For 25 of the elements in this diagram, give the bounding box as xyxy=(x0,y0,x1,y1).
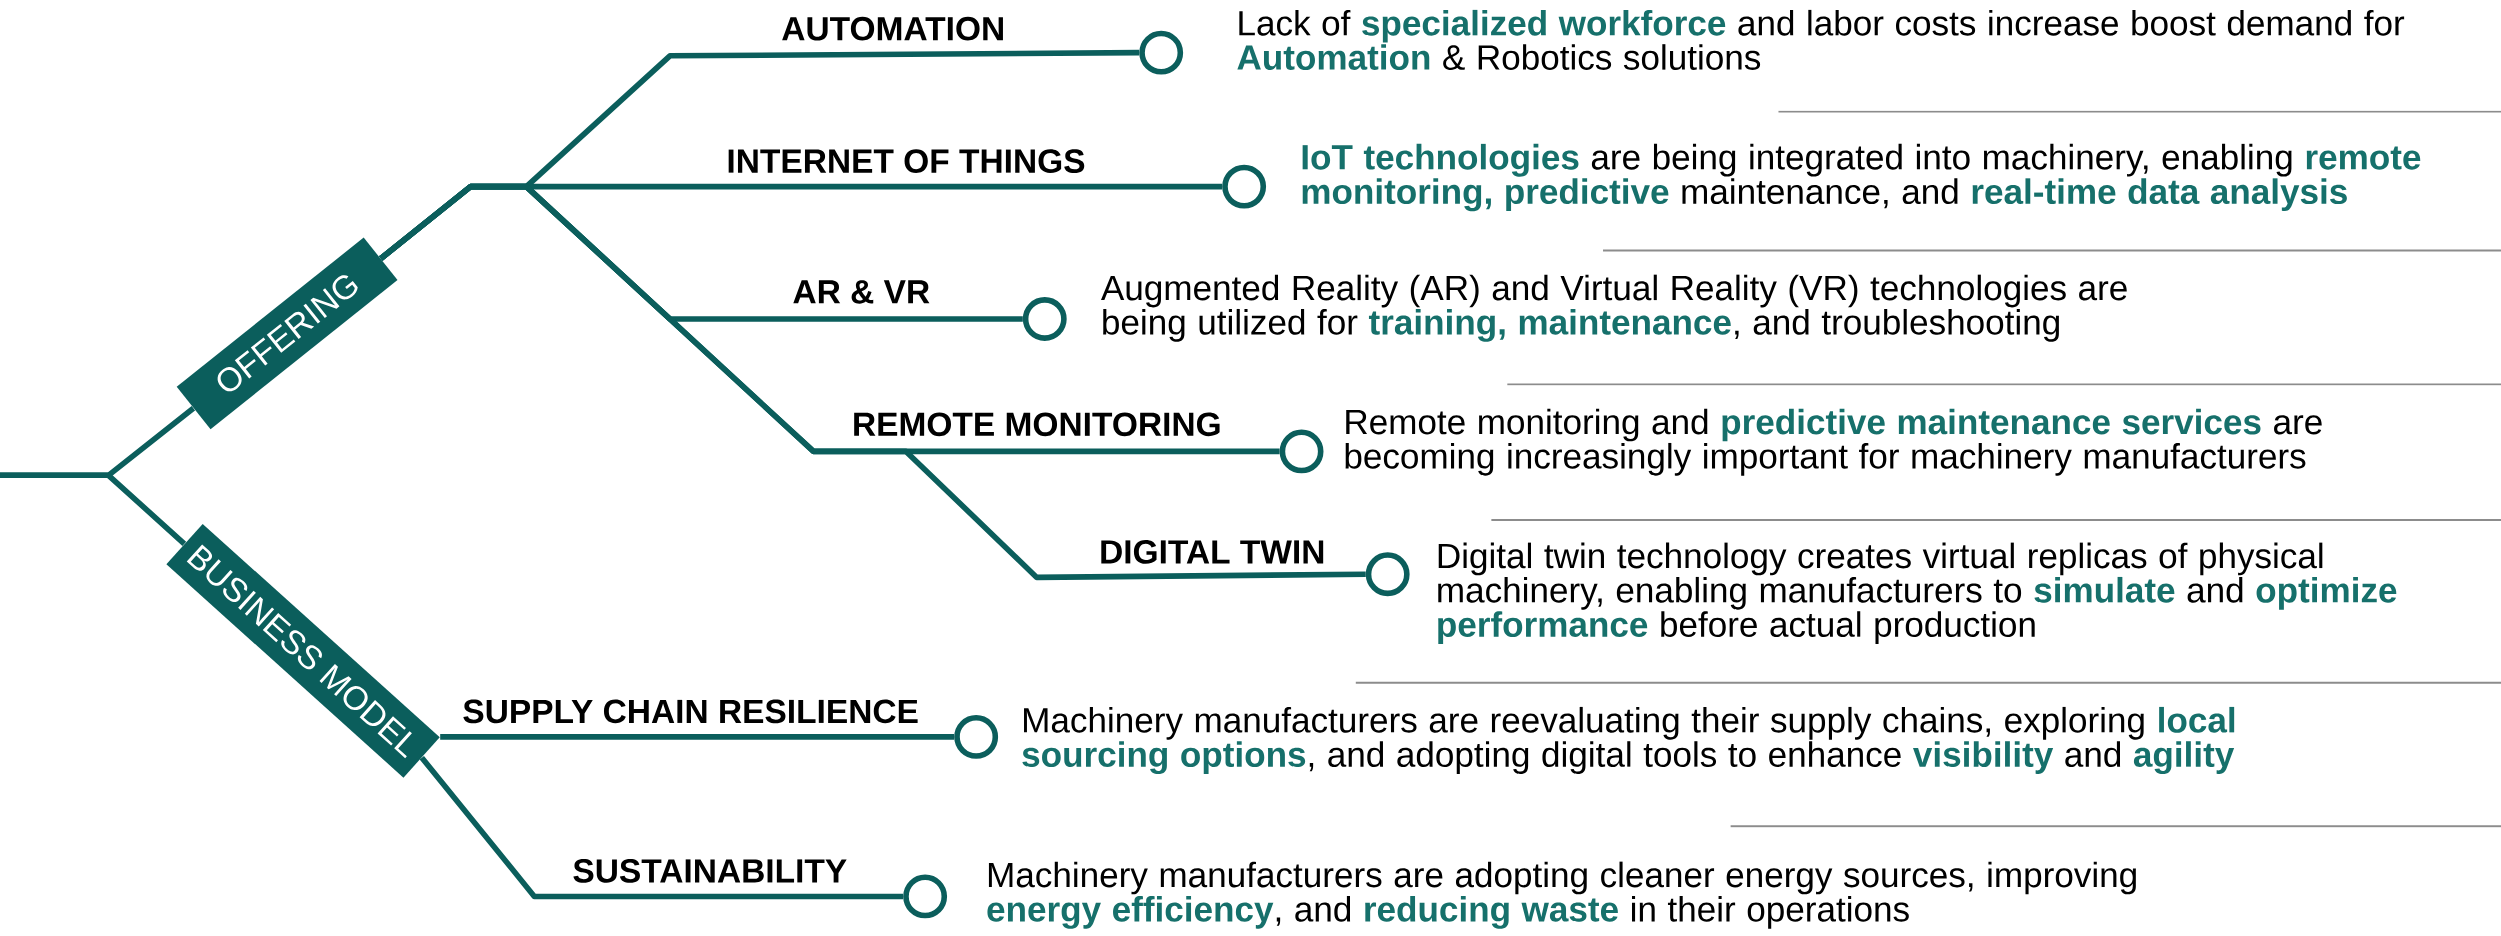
branch-label: AUTOMATION xyxy=(782,16,1003,41)
endpoint-circle xyxy=(1139,30,1184,75)
branch-label: INTERNET OF THINGS xyxy=(728,149,1085,173)
description-text: Augmented Reality (AR) and Virtual Reality (VR) technologies are being utilized for training, maintenance, and troubleshooting xyxy=(1101,274,2127,342)
branch-line xyxy=(419,755,904,900)
description-text: Machinery manufacturers are adopting cleaner energy sources, improving energy efficiency, and reducing waste in their operations xyxy=(987,861,2136,929)
branch-label: SUPPLY CHAIN RESILIENCE xyxy=(463,699,918,724)
branch-label: REMOTE MONITORING xyxy=(854,412,1220,436)
branch-line xyxy=(379,183,1366,581)
endpoint-circle xyxy=(1222,164,1267,209)
branch-label: AR & VR xyxy=(793,280,930,304)
endpoint-circle xyxy=(1365,552,1410,596)
endpoint-circle xyxy=(1022,296,1067,341)
description-text: Lack of specialized workforce and labor costs increase boost demand for Automation & Robotics solutions xyxy=(1237,9,2405,70)
endpoint-circle xyxy=(1279,429,1324,474)
endpoint-circle xyxy=(954,714,999,759)
branch-line xyxy=(0,472,187,546)
branch-label: DIGITAL TWIN xyxy=(1101,539,1324,564)
description-text: Remote monitoring and predictive maintenance services are becoming increasingly important for machinery manufacturers xyxy=(1345,408,2322,476)
endpoint-circle xyxy=(903,874,948,919)
description-text: Digital twin technology creates virtual replicas of physical machinery, enabling manufacturers to simulate and optimize performance before actual production xyxy=(1438,542,2397,644)
branch-label: SUSTAINABILITY xyxy=(573,858,847,883)
description-text: Machinery manufacturers are reevaluating their supply chains, exploring local sourcing options, and adopting digital tools to enhance visibility and agility xyxy=(1022,706,2235,774)
description-text: IoT technologies are being integrated into machinery, enabling remote monitoring, predictive maintenance, and real-time data analysis xyxy=(1302,143,2421,212)
branch-line xyxy=(440,734,955,740)
